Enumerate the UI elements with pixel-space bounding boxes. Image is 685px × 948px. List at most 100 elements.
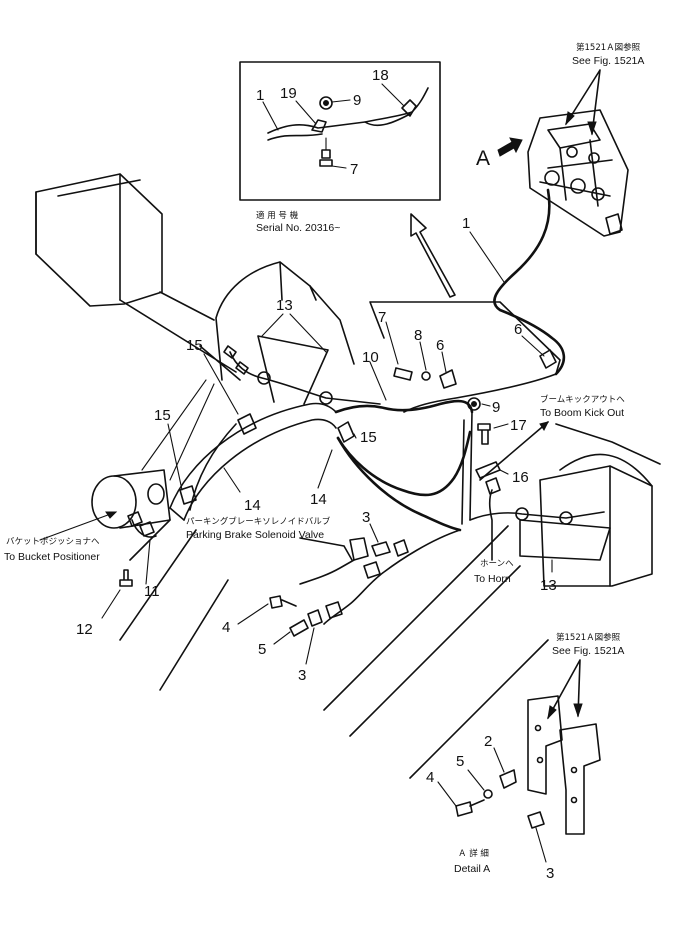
detail-a-label-en: Detail A xyxy=(454,863,490,875)
harness-main-loop xyxy=(336,430,472,497)
clamp-15-upper xyxy=(237,413,257,435)
fender-front-outer xyxy=(169,402,337,509)
boom-arrowhead xyxy=(539,421,549,431)
leader-4-main xyxy=(237,603,269,625)
clip-6-right xyxy=(539,349,557,369)
inset-leader-9 xyxy=(331,99,351,103)
harness-1 xyxy=(493,188,566,376)
fuel-tank-right xyxy=(539,453,653,587)
harness-main-top xyxy=(334,399,474,414)
part-number-10: 10 xyxy=(362,349,379,366)
fender-rear xyxy=(215,261,355,381)
part-number-4-detail: 4 xyxy=(426,769,434,786)
valve-assembly-view-a xyxy=(527,109,629,237)
harness-vertical xyxy=(461,411,473,525)
leader-7-main xyxy=(385,321,399,365)
part-number-4-main: 4 xyxy=(222,619,230,636)
bucket-label-jp: バケットポジッショナへ xyxy=(6,537,100,547)
harness-lower-branch xyxy=(323,529,461,625)
boom-arrow-line xyxy=(479,421,549,481)
boom-label-en: To Boom Kick Out xyxy=(540,407,624,419)
inset-harness-branch xyxy=(267,133,323,141)
brake-label-jp: パーキングブレーキソレノイドバルブ xyxy=(186,516,331,527)
bolt-12-icon xyxy=(119,569,133,587)
brake-label-en: Parking Brake Solenoid Valve xyxy=(186,529,324,541)
bracket-13-right xyxy=(519,519,611,561)
see-fig-top-jp: 第1521Ａ図参照 xyxy=(576,42,641,53)
leader-13-a xyxy=(261,313,284,337)
bracket-hole-icon-2 xyxy=(536,756,544,764)
valve-block-foot xyxy=(605,213,623,235)
tank-left-outline xyxy=(35,173,163,307)
part-number-16: 16 xyxy=(512,469,529,486)
leader-16 xyxy=(499,469,509,475)
connector-3-upper-icon xyxy=(371,539,409,557)
bracket-guide-lines xyxy=(141,379,215,481)
inset-harness xyxy=(267,87,429,134)
bracket-left-plate xyxy=(527,695,563,795)
grommet-icon-mid xyxy=(319,391,333,405)
part-number-3-upper: 3 xyxy=(362,509,370,526)
harness-main-lower xyxy=(336,436,462,532)
solenoid-valve-icon xyxy=(349,537,369,561)
connector-icons-left xyxy=(223,345,249,375)
leader-14-right xyxy=(317,449,333,489)
inset-nut-icon xyxy=(319,96,333,110)
nut-9-center xyxy=(471,401,477,407)
washer-5-detail-icon xyxy=(483,789,493,799)
fender-rear-edges xyxy=(279,261,317,301)
inset-nut-center xyxy=(323,100,329,106)
clip-3-detail-icon xyxy=(527,811,545,829)
bracket-hole-icon xyxy=(534,724,542,732)
see-fig-top-en: See Fig. 1521A xyxy=(572,55,644,67)
leader-3-detail xyxy=(535,827,547,863)
clamp-15-lower xyxy=(179,485,197,505)
mounting-plate-outline xyxy=(369,301,561,375)
cylinder-port-icon xyxy=(147,483,165,505)
part-number-9-main: 9 xyxy=(492,399,500,416)
harness-horn xyxy=(488,489,493,561)
tank-right-edges xyxy=(559,453,653,587)
clip-16-icon xyxy=(475,461,501,479)
bucket-arrow-line xyxy=(39,511,117,541)
bolt-4-icon xyxy=(269,595,297,609)
part-number-19: 19 xyxy=(280,85,297,102)
valve-port-icon-4 xyxy=(566,146,578,158)
bucket-arrowhead xyxy=(105,511,118,519)
leader-15-right xyxy=(353,433,357,439)
inset-clip-18 xyxy=(401,99,417,117)
inset-bolt-icon xyxy=(319,149,333,167)
part-number-1-inset: 1 xyxy=(256,87,264,104)
fender-rear-outline xyxy=(215,261,355,381)
view-a-label: A xyxy=(476,147,490,170)
leader-17 xyxy=(493,423,509,429)
bracket-hole-icon-3 xyxy=(570,766,578,774)
part-number-18: 18 xyxy=(372,67,389,84)
bracket-hole-icon-4 xyxy=(570,796,578,804)
frame-rail-right-top xyxy=(555,423,661,465)
connector-icons-11 xyxy=(127,511,155,537)
inset-pointer-arrow xyxy=(410,213,456,298)
part-number-9-inset: 9 xyxy=(353,92,361,109)
frame-rail-left xyxy=(119,291,241,381)
washer-5-icon xyxy=(289,619,309,637)
tank-left-edge xyxy=(57,173,141,301)
part-number-3-lower: 3 xyxy=(298,667,306,684)
horn-label-jp: ホーンへ xyxy=(480,559,514,569)
bolt-4-detail-icon xyxy=(455,799,485,817)
leader-10 xyxy=(369,361,387,401)
washer-8-icon xyxy=(421,371,431,381)
clamp-15-right xyxy=(337,421,355,443)
fender-front-inner xyxy=(183,418,337,521)
see-fig-bottom-en: See Fig. 1521A xyxy=(552,645,624,657)
valve-port-icon-2 xyxy=(570,178,586,194)
part-number-6-mid: 6 xyxy=(436,337,444,354)
part-number-8: 8 xyxy=(414,327,422,344)
part-number-5-main: 5 xyxy=(258,641,266,658)
leader-14-left xyxy=(223,467,241,493)
leader-8 xyxy=(419,341,427,371)
bracket-detail-a xyxy=(527,695,601,835)
connector-3-mid-icon xyxy=(363,561,381,579)
part-number-1-main: 1 xyxy=(462,215,470,232)
harness-left-upper xyxy=(229,351,381,405)
